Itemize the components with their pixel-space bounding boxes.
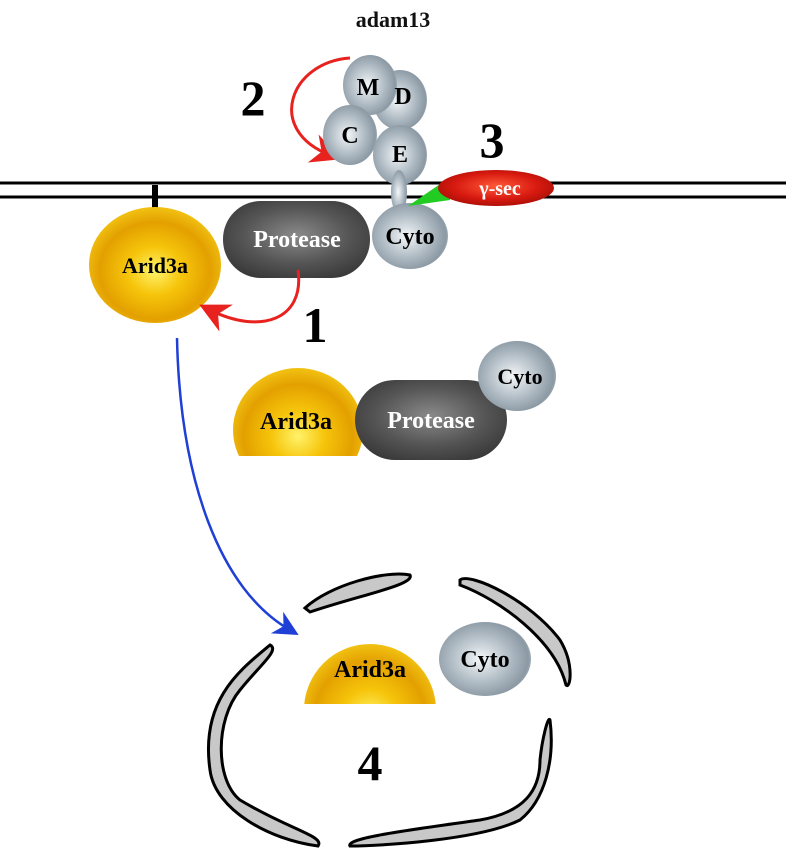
protease-membrane-label: Protease [253, 227, 341, 253]
arid3a-membrane [89, 207, 221, 323]
domain-m-label: M [357, 75, 380, 101]
transmembrane-domain [391, 170, 407, 214]
adam13-protein: M D C E Cyto [323, 55, 448, 269]
domain-cyto-label: Cyto [385, 224, 434, 250]
domain-cyto [372, 203, 448, 269]
nuclear-envelope [207, 572, 572, 848]
protease-complex-label: Protease [387, 408, 475, 434]
protease-membrane [223, 201, 370, 278]
envelope-segment-bottom-right [348, 717, 553, 848]
gamma-secretase [438, 170, 554, 206]
arid3a-membrane-label: Arid3a [122, 253, 188, 278]
envelope-segment-left [207, 643, 321, 848]
domain-c [323, 105, 377, 165]
title-label: adam13 [356, 7, 431, 32]
domain-d-label: D [394, 84, 411, 110]
envelope-segment-right-top [458, 577, 572, 688]
step-1-label: 1 [303, 297, 328, 353]
arid3a-complex-label: Arid3a [260, 409, 332, 435]
arid3a-complex [233, 368, 363, 456]
step-3-label: 3 [480, 112, 505, 168]
gamma-secretase-label: γ-sec [478, 178, 521, 200]
arid3a-nucleus [304, 644, 436, 704]
protease-complex [355, 380, 507, 460]
step-2-label: 2 [241, 70, 266, 126]
domain-e-label: E [392, 142, 408, 168]
cyto-complex [478, 341, 556, 411]
nuclear-translocation-arrow [175, 337, 299, 635]
cleavage-arrow-2 [290, 56, 351, 163]
released-complex: Arid3a Protease Cyto [233, 341, 556, 460]
membrane-anchor [152, 185, 158, 215]
domain-m [343, 55, 397, 115]
cyto-complex-label: Cyto [497, 364, 542, 389]
arid3a-nucleus-label: Arid3a [334, 657, 406, 683]
cyto-nucleus [439, 622, 531, 696]
domain-e [373, 125, 427, 185]
envelope-segment-top [302, 572, 412, 614]
cleavage-arrow-1 [199, 269, 301, 332]
step-4-label: 4 [358, 735, 383, 791]
cyto-nucleus-label: Cyto [460, 647, 509, 673]
domain-c-label: C [341, 123, 358, 149]
